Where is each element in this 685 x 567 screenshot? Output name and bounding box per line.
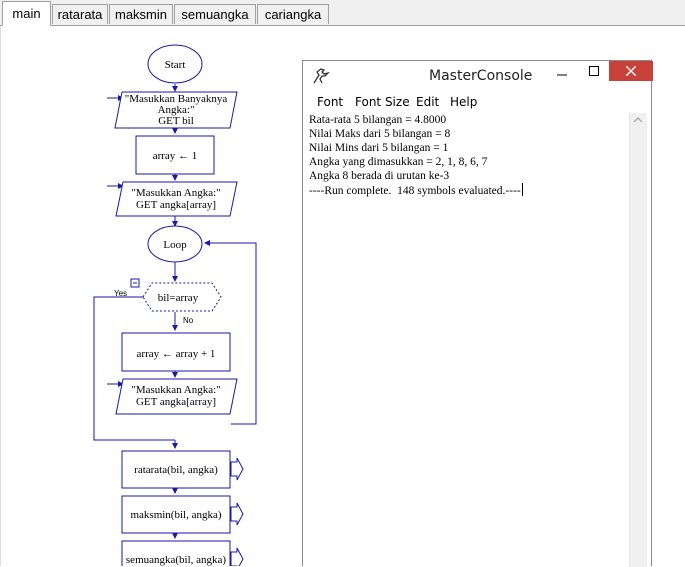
assign-array-1-label: array ← 1 — [153, 150, 198, 162]
yes-label: Yes — [114, 289, 127, 298]
call-semuangka[interactable] — [121, 540, 231, 566]
console-line-last: ----Run complete. 148 symbols evaluated.… — [309, 183, 629, 197]
close-icon — [626, 66, 636, 76]
assign-array-increment-label: array ← array + 1 — [137, 348, 216, 360]
call-ratarata-arrow-icon — [230, 457, 244, 481]
tab-semuangka[interactable]: semuangka — [174, 4, 256, 24]
console-line: Angka yang dimasukkan = 2, 1, 8, 6, 7 — [309, 156, 488, 168]
call-semuangka-label: semuangka(bil, angka) — [126, 554, 227, 566]
text-caret — [521, 183, 523, 196]
tab-ratarata[interactable]: ratarata — [52, 4, 108, 24]
maximize-icon — [589, 66, 599, 76]
menu-font-size[interactable]: Font Size — [355, 95, 410, 109]
console-line: Nilai Maks dari 5 bilangan = 8 — [309, 128, 451, 140]
assign-array-increment[interactable] — [121, 332, 231, 372]
input-banyaknya-line3: GET bil — [158, 115, 194, 127]
call-ratarata-label: ratarata(bil, angka) — [134, 464, 218, 476]
console-output[interactable]: Rata-rata 5 bilangan = 4.8000 Nilai Maks… — [309, 113, 629, 567]
menu-bar: Font Font Size Edit Help — [303, 92, 651, 112]
window-title: MasterConsole — [429, 68, 533, 84]
loop-terminal[interactable] — [147, 225, 203, 263]
call-maksmin-label: maksmin(bil, angka) — [130, 509, 221, 521]
input-angka-first[interactable] — [115, 181, 238, 217]
call-maksmin-arrow-icon — [230, 502, 244, 526]
start-terminal[interactable] — [147, 44, 203, 84]
input-banyaknya-line2: Angka:" — [158, 104, 195, 116]
minimize-button[interactable] — [547, 61, 577, 81]
console-line: ----Run complete. 148 symbols evaluated.… — [309, 185, 521, 197]
tab-strip: main ratarata maksmin semuangka cariangk… — [0, 0, 685, 26]
input-angka-first-line2: GET angka[array] — [136, 199, 216, 211]
tab-cariangka[interactable]: cariangka — [257, 4, 329, 24]
menu-edit[interactable]: Edit — [416, 95, 440, 109]
decision-bil-array[interactable] — [142, 282, 222, 312]
call-semuangka-arrow-icon — [230, 547, 244, 566]
console-line: Nilai Mins dari 5 bilangan = 1 — [309, 142, 449, 154]
flowchart: Start "Masukkan Banyaknya Angka:" GET bi… — [93, 44, 257, 566]
decision-label: bil=array — [158, 292, 199, 304]
title-bar[interactable]: MasterConsole — [303, 61, 653, 92]
input-banyaknya-line1: "Masukkan Banyaknya — [125, 93, 228, 105]
tab-maksmin[interactable]: maksmin — [109, 4, 173, 24]
input-angka-loop-line1: "Masukkan Angka:" — [131, 384, 220, 396]
menu-help[interactable]: Help — [450, 95, 478, 109]
raptor-app-icon — [313, 68, 330, 84]
call-ratarata[interactable] — [121, 450, 231, 489]
console-line: Angka 8 berada di urutan ke-3 — [309, 170, 450, 182]
minimize-icon — [557, 74, 567, 76]
vertical-scrollbar[interactable] — [629, 113, 647, 567]
input-angka-loop-line2: GET angka[array] — [136, 396, 216, 408]
console-line: Rata-rata 5 bilangan = 4.8000 — [309, 114, 447, 126]
menu-font[interactable]: Font — [317, 95, 344, 109]
close-button[interactable] — [609, 61, 653, 81]
tab-main[interactable]: main — [2, 1, 51, 26]
loop-label: Loop — [163, 239, 187, 251]
no-label: No — [183, 316, 194, 325]
assign-array-1[interactable] — [135, 135, 215, 175]
master-console-window[interactable]: MasterConsole Font Font Size Edit Help R… — [302, 60, 653, 567]
scroll-up-arrow-icon[interactable] — [633, 117, 643, 123]
call-maksmin[interactable] — [121, 495, 231, 534]
maximize-button[interactable] — [579, 61, 609, 81]
input-angka-loop[interactable] — [115, 378, 238, 415]
start-label: Start — [165, 59, 186, 71]
input-banyaknya[interactable] — [114, 91, 238, 129]
input-angka-first-line1: "Masukkan Angka:" — [131, 187, 220, 199]
